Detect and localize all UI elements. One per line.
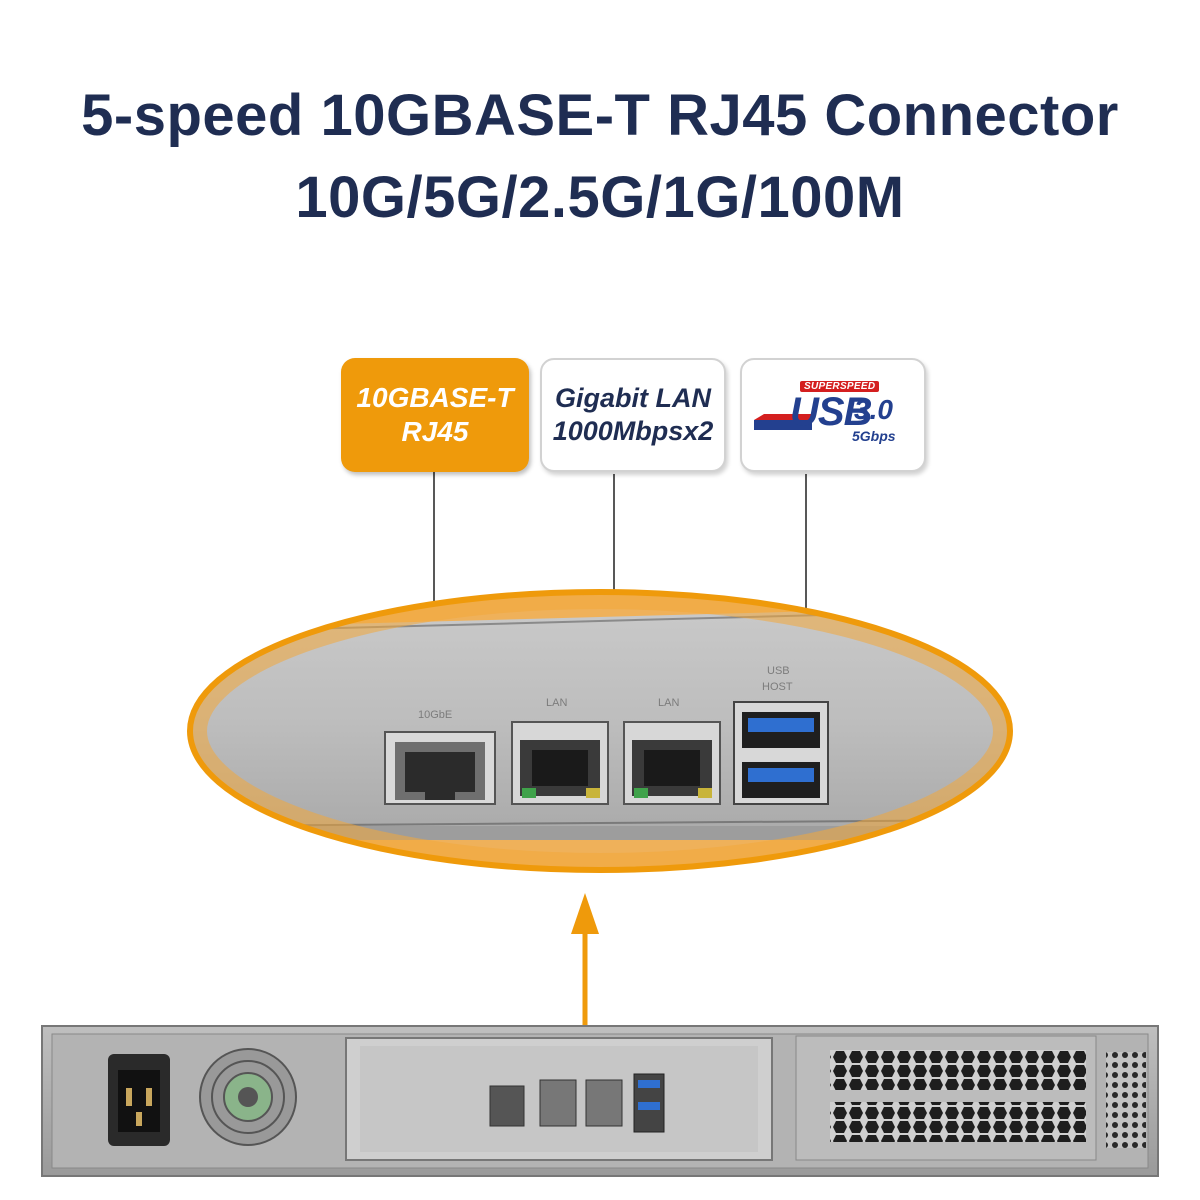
callout-usb: SUPERSPEED USB 3.0 5Gbps — [740, 358, 926, 472]
callout-lan-line1: Gigabit LAN — [555, 383, 711, 413]
power-inlet-icon — [108, 1054, 170, 1146]
usb-main-text: USB — [790, 390, 872, 434]
label-10gbe: 10GbE — [418, 709, 452, 721]
port-lan-1 — [511, 721, 609, 805]
label-lan-right: LAN — [658, 697, 679, 709]
usb-superspeed-text: SUPERSPEED — [800, 381, 880, 392]
zoomed-port-panel: 10GbE LAN LAN USB HOST — [190, 592, 1010, 870]
page-title: 5-speed 10GBASE-T RJ45 Connector — [81, 83, 1119, 148]
port-lan-2 — [623, 721, 721, 805]
label-lan-left: LAN — [546, 697, 567, 709]
up-arrow-icon — [571, 893, 599, 1030]
zoom-ellipse-border — [187, 589, 1013, 873]
label-usb: USB — [767, 665, 790, 677]
usb-version-text: 3.0 — [854, 394, 893, 425]
port-10gbe — [384, 731, 496, 805]
callout-10g-line2: RJ45 — [401, 416, 469, 447]
usb-speed-text: 5Gbps — [852, 428, 896, 444]
callout-gigabit-lan: Gigabit LAN 1000Mbpsx2 — [540, 358, 726, 472]
usb-port-stack — [733, 701, 829, 805]
page-subtitle: 10G/5G/2.5G/1G/100M — [295, 165, 905, 230]
callout-10g-line1: 10GBASE-T — [356, 382, 514, 413]
callout-10gbase-t: 10GBASE-T RJ45 — [341, 358, 529, 472]
usb-logo-icon — [754, 414, 812, 430]
server-chassis — [41, 1025, 1159, 1177]
fan-grille-icon — [199, 1048, 297, 1146]
label-host: HOST — [762, 681, 793, 693]
callout-lan-line2: 1000Mbpsx2 — [552, 416, 714, 446]
